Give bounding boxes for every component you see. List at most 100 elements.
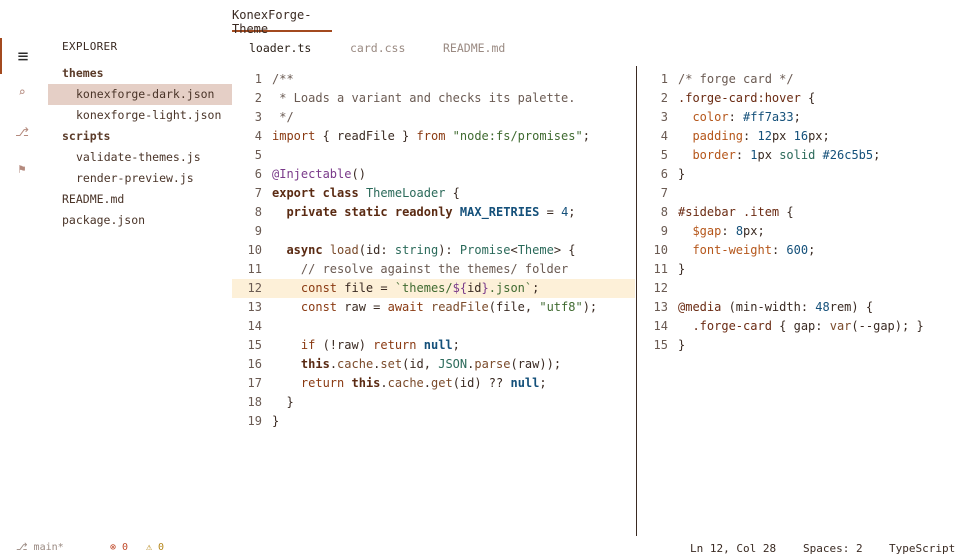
tab-card-css[interactable]: card.css xyxy=(350,41,406,55)
line-number: 4 xyxy=(254,129,262,143)
code-line[interactable]: 6 @Injectable() xyxy=(232,165,635,184)
code-line[interactable]: 1/* forge card */ xyxy=(638,70,980,89)
code-text: @Injectable() xyxy=(272,167,366,181)
code-line[interactable]: 9 $gap: 8px; xyxy=(638,222,980,241)
code-line[interactable]: 9 xyxy=(232,222,635,241)
tab-loader-ts[interactable]: loader.ts xyxy=(249,41,312,55)
editor-pane-card-css[interactable]: 1/* forge card */2.forge-card:hover {3 c… xyxy=(638,70,980,540)
code-line[interactable]: 4 import { readFile } from "node:fs/promi… xyxy=(232,127,635,146)
line-number: 7 xyxy=(660,186,668,200)
code-text: } xyxy=(678,262,686,276)
code-text: this.cache.set(id, JSON.parse(raw)); xyxy=(300,357,562,371)
code-line[interactable]: 14 xyxy=(232,317,635,336)
tree-folder[interactable]: themes xyxy=(62,66,104,80)
search-icon[interactable]: ⌕ xyxy=(18,85,26,99)
line-number: 11 xyxy=(653,262,668,276)
code-text: } xyxy=(272,414,280,428)
code-line[interactable]: 4 padding: 12px 16px; xyxy=(638,127,980,146)
code-line[interactable]: 12 const file = `themes/${id}.json`; xyxy=(232,279,635,298)
tab-readme-md[interactable]: README.md xyxy=(443,41,506,55)
line-number: 6 xyxy=(660,167,668,181)
branch-indicator[interactable]: ⎇ main* xyxy=(16,542,64,553)
tree-file[interactable]: validate-themes.js xyxy=(76,150,201,164)
code-line[interactable]: 2 * Loads a variant and checks its palet… xyxy=(232,89,635,108)
code-line[interactable]: 2.forge-card:hover { xyxy=(638,89,980,108)
code-text: import { readFile } from "node:fs/promis… xyxy=(272,129,590,143)
language-mode[interactable]: TypeScript xyxy=(889,542,956,555)
code-line[interactable]: 15 if (!raw) return null; xyxy=(232,336,635,355)
code-line[interactable]: 5 border: 1px solid #26c5b5; xyxy=(638,146,980,165)
line-number: 2 xyxy=(660,91,668,105)
line-number: 16 xyxy=(247,357,262,371)
status-bar: ⎇ main* ⊗ 0 ⚠ 0 Ln 12, Col 28 Spaces: 2 … xyxy=(0,538,980,560)
window-title: KonexForge-Theme xyxy=(232,8,332,36)
code-line[interactable]: 1 /** xyxy=(232,70,635,89)
code-line[interactable]: 13 @media (min-width: 48rem) { xyxy=(638,298,980,317)
tree-file[interactable]: render-preview.js xyxy=(76,171,194,185)
tree-file[interactable]: README.md xyxy=(62,192,125,206)
editor-pane-loader-ts[interactable]: 1 /** 2 * Loads a variant and checks its p… xyxy=(232,70,635,540)
line-number: 12 xyxy=(653,281,668,295)
explorer-title: EXPLORER xyxy=(62,40,118,53)
code-text: const raw = await readFile(file, "utf8")… xyxy=(300,300,598,314)
code-text: export class ThemeLoader { xyxy=(272,186,460,200)
code-line[interactable]: 10 font-weight: 600; xyxy=(638,241,980,260)
line-number: 18 xyxy=(247,395,262,409)
code-line[interactable]: 8 #sidebar .item { xyxy=(638,203,980,222)
code-line[interactable]: 14 .forge-card { gap: var(--gap); } xyxy=(638,317,980,336)
line-number: 9 xyxy=(254,224,262,238)
code-line[interactable]: 15} xyxy=(638,336,980,355)
error-count[interactable]: ⊗ 0 xyxy=(110,542,129,553)
code-text: } xyxy=(678,338,686,352)
code-line[interactable]: 3 */ xyxy=(232,108,635,127)
tree-file[interactable]: konexforge-light.json xyxy=(76,108,222,122)
activity-bar: ≡ ⌕ ⎇ ⚑ xyxy=(0,38,44,538)
explorer-icon[interactable]: ≡ xyxy=(0,38,44,74)
code-text: } xyxy=(678,167,686,181)
line-number: 3 xyxy=(660,110,668,124)
code-text: @media (min-width: 48rem) { xyxy=(678,300,874,314)
code-line[interactable]: 5 xyxy=(232,146,635,165)
code-line[interactable]: 3 color: #ff7a33; xyxy=(638,108,980,127)
code-line[interactable]: 7 xyxy=(638,184,980,203)
line-number: 8 xyxy=(660,205,668,219)
code-text: const file = `themes/${id}.json`; xyxy=(300,281,540,295)
code-line[interactable]: 10 async load(id: string): Promise<Theme… xyxy=(232,241,635,260)
line-number: 5 xyxy=(254,148,262,162)
line-number: 3 xyxy=(254,110,262,124)
indentation[interactable]: Spaces: 2 xyxy=(803,542,863,555)
tree-file[interactable]: package.json xyxy=(62,213,146,227)
split-divider[interactable] xyxy=(636,66,637,536)
code-text: private static readonly MAX_RETRIES = 4; xyxy=(286,205,576,219)
line-number: 1 xyxy=(660,72,668,86)
code-line[interactable]: 11} xyxy=(638,260,980,279)
code-line[interactable]: 8 private static readonly MAX_RETRIES = … xyxy=(232,203,635,222)
line-number: 6 xyxy=(254,167,262,181)
code-line[interactable]: 13 const raw = await readFile(file, "utf… xyxy=(232,298,635,317)
warning-count[interactable]: ⚠ 0 xyxy=(146,542,165,553)
code-line[interactable]: 19} xyxy=(232,412,635,431)
run-icon[interactable]: ⚑ xyxy=(18,162,26,176)
line-number: 1 xyxy=(254,72,262,86)
code-line[interactable]: 17 return this.cache.get(id) ?? null; xyxy=(232,374,635,393)
code-line[interactable]: 11 // resolve against the themes/ folder xyxy=(232,260,635,279)
line-number: 13 xyxy=(247,300,262,314)
cursor-position[interactable]: Ln 12, Col 28 xyxy=(690,542,777,555)
tree-file[interactable]: konexforge-dark.json xyxy=(48,84,232,105)
line-number: 17 xyxy=(247,376,262,390)
code-text: // resolve against the themes/ folder xyxy=(272,262,569,276)
code-line[interactable]: 16 this.cache.set(id, JSON.parse(raw)); xyxy=(232,355,635,374)
code-line[interactable]: 12 xyxy=(638,279,980,298)
tree-folder[interactable]: scripts xyxy=(62,129,111,143)
source-control-icon[interactable]: ⎇ xyxy=(15,125,29,139)
code-text: .forge-card { gap: var(--gap); } xyxy=(692,319,924,333)
line-number: 13 xyxy=(653,300,668,314)
code-text: $gap: 8px; xyxy=(692,224,765,238)
code-line[interactable]: 6} xyxy=(638,165,980,184)
code-line[interactable]: 18 } xyxy=(232,393,635,412)
line-number: 11 xyxy=(247,262,262,276)
line-number: 10 xyxy=(247,243,262,257)
code-text: #sidebar .item { xyxy=(678,205,794,219)
code-text: /** xyxy=(272,72,294,86)
